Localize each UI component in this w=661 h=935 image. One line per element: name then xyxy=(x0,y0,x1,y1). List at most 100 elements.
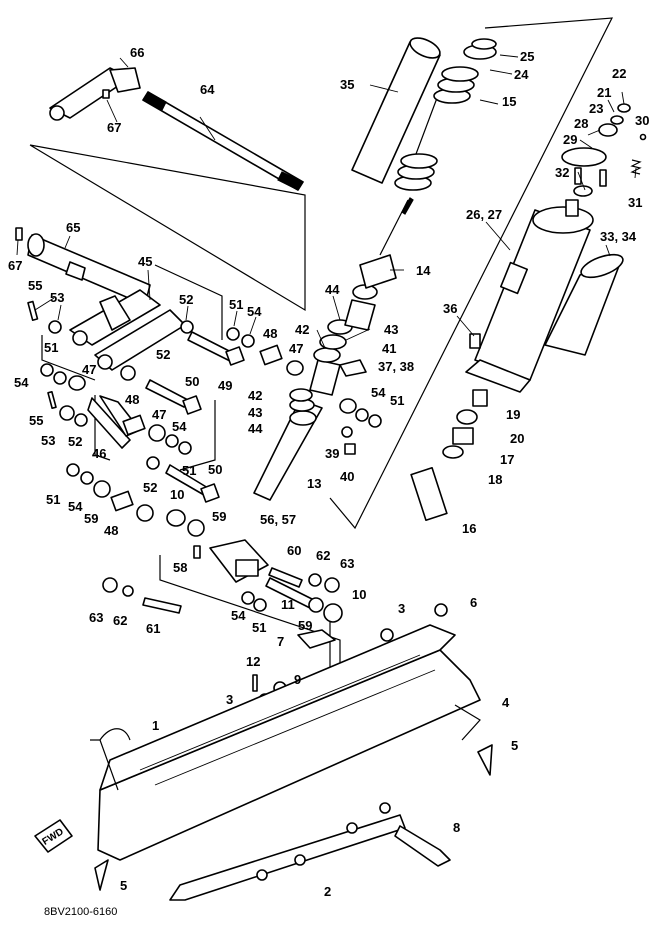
callout-41: 41 xyxy=(382,341,396,356)
spacer-7 xyxy=(297,629,336,649)
column-collar xyxy=(65,261,86,281)
arm-eye-right xyxy=(97,354,113,370)
bearing-43b xyxy=(319,334,347,350)
callout-54b: 54 xyxy=(14,375,29,390)
callout-labels: 25 24 22 66 35 15 21 23 30 64 67 28 29 3… xyxy=(8,45,649,899)
stud-right xyxy=(599,169,607,187)
bush-59a xyxy=(93,480,111,498)
callout-67b: 67 xyxy=(8,258,22,273)
cap-18 xyxy=(442,445,464,459)
callout-59c: 59 xyxy=(298,618,312,633)
steering-column-assembly xyxy=(15,227,151,306)
callout-51e: 51 xyxy=(46,492,60,507)
callout-48c: 48 xyxy=(104,523,118,538)
callout-63a: 63 xyxy=(340,556,354,571)
callout-67a: 67 xyxy=(107,120,121,135)
callout-15: 15 xyxy=(502,94,516,109)
bush-47c xyxy=(286,360,304,376)
washer-52b xyxy=(120,365,136,381)
nut-63b xyxy=(102,577,118,593)
callout-54e: 54 xyxy=(68,499,83,514)
bolt-30 xyxy=(639,133,647,141)
bush-47d xyxy=(339,398,357,414)
washer-52c xyxy=(74,413,88,427)
callout-3b: 3 xyxy=(226,692,233,707)
grease-nipple-67b xyxy=(15,227,23,241)
callout-51a: 51 xyxy=(229,297,243,312)
small-hardware xyxy=(27,300,448,707)
bush-59c xyxy=(187,519,205,537)
bush-59b xyxy=(136,504,154,522)
wear-bar-stud-d xyxy=(379,802,391,814)
callout-21: 21 xyxy=(597,85,611,100)
left-bracket-outline xyxy=(41,335,96,381)
washer-54c xyxy=(165,434,179,448)
shock-absorber-eye xyxy=(465,359,531,393)
boot-35-top xyxy=(409,37,441,59)
washer-54d xyxy=(80,471,94,485)
bush-47b xyxy=(148,424,166,442)
damper-17 xyxy=(452,427,474,445)
callout-52d: 52 xyxy=(143,480,157,495)
callout-13: 13 xyxy=(307,476,321,491)
bracket-37-38 xyxy=(339,359,367,377)
spring-31 xyxy=(630,159,642,175)
ski-slot-line xyxy=(139,654,421,771)
callout-51f: 51 xyxy=(252,620,266,635)
callout-44a: 44 xyxy=(325,282,340,297)
callout-58: 58 xyxy=(173,560,187,575)
callout-48b: 48 xyxy=(125,392,139,407)
callout-3a: 3 xyxy=(398,601,405,616)
washer-20 xyxy=(456,409,478,425)
callout-62b: 62 xyxy=(113,613,127,628)
callout-49: 49 xyxy=(218,378,232,393)
callout-50b: 50 xyxy=(208,462,222,477)
callout-51d: 51 xyxy=(182,463,196,478)
shock-absorber-stud xyxy=(565,199,579,217)
callout-5a: 5 xyxy=(511,738,518,753)
spindle-housing xyxy=(309,359,341,396)
washer-62b xyxy=(122,585,134,597)
callout-37-38: 37, 38 xyxy=(378,359,414,374)
nut-21 xyxy=(610,115,624,125)
callout-47a: 47 xyxy=(289,341,303,356)
callout-44b: 44 xyxy=(248,421,263,436)
washer-54g xyxy=(355,408,369,422)
cotter-pin-55b xyxy=(47,390,57,410)
steering-arm-assembly xyxy=(69,289,186,371)
callout-35: 35 xyxy=(340,77,354,92)
bolt-40 xyxy=(344,443,356,455)
callout-46: 46 xyxy=(92,446,106,461)
callout-51c: 51 xyxy=(390,393,404,408)
callout-52a: 52 xyxy=(179,292,193,307)
tie-rod-end-joint xyxy=(109,67,141,93)
bolt-36 xyxy=(469,333,481,349)
collar-48a xyxy=(259,344,283,366)
callout-29: 29 xyxy=(563,132,577,147)
callout-5b: 5 xyxy=(120,878,127,893)
callout-47b: 47 xyxy=(82,362,96,377)
callout-30: 30 xyxy=(635,113,649,128)
bush-bracket-outline xyxy=(179,400,216,471)
document-code: 8BV2100-6160 xyxy=(44,906,117,918)
ski-assembly xyxy=(34,624,493,901)
tie-rod-assembly xyxy=(49,67,304,191)
wear-bar-2 xyxy=(169,814,406,901)
callout-53a: 53 xyxy=(50,290,64,305)
bearing-42b xyxy=(313,347,341,363)
callout-2: 2 xyxy=(324,884,331,899)
bearing-42a xyxy=(289,388,313,402)
callout-22: 22 xyxy=(612,66,626,81)
tie-rod-thread-right xyxy=(277,171,304,191)
callout-65: 65 xyxy=(66,220,80,235)
wear-bar-stud-c xyxy=(346,822,358,834)
callout-9: 9 xyxy=(294,672,301,687)
shock-spring-assembly xyxy=(351,37,497,191)
nut-22 xyxy=(617,103,631,113)
bush-10a xyxy=(166,509,186,527)
bush-19 xyxy=(472,389,488,407)
pin-39 xyxy=(341,426,353,438)
washer-54e xyxy=(241,591,255,605)
spindle-assembly xyxy=(253,197,414,501)
callout-6: 6 xyxy=(470,595,477,610)
